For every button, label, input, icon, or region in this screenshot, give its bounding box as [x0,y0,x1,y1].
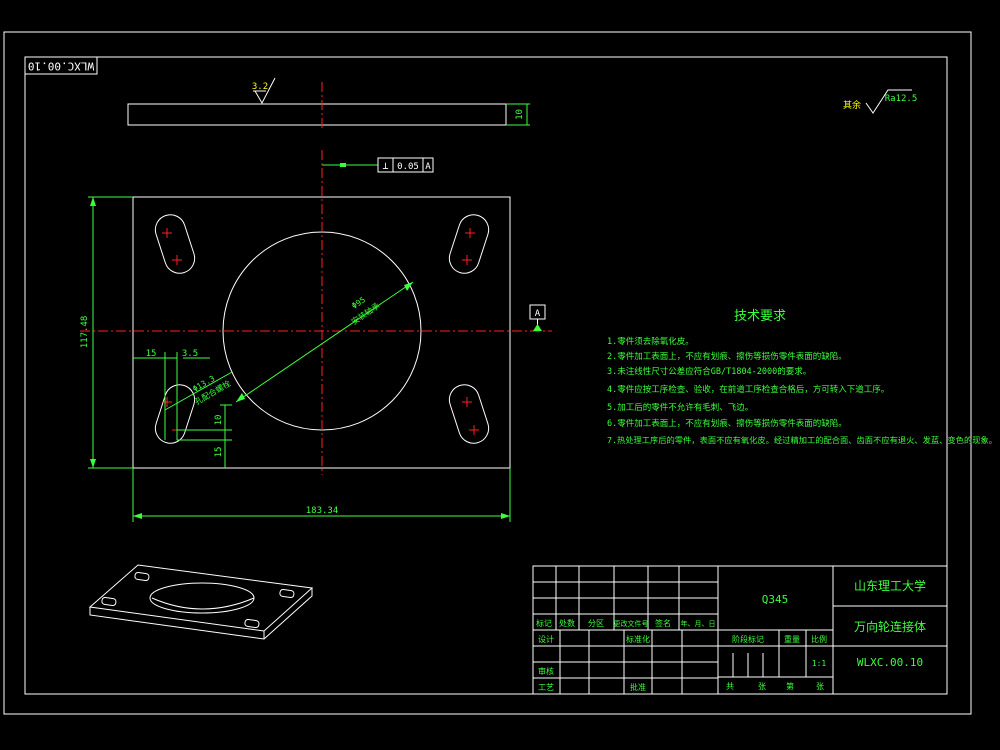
tb-approve: 批准 [630,682,646,692]
tolerance-datum: A [425,162,431,172]
rotated-drawing-number: WLXC.00.10 [28,60,94,73]
tech-req-item: 6.零件加工表面上，不应有划痕、擦伤等损伤零件表面的缺陷。 [607,418,847,429]
school-name: 山东理工大学 [854,578,926,593]
dim-slot-b: 15 [214,447,224,458]
tb-check: 审核 [538,666,554,676]
tech-requirements: 技术要求 1.零件须去除氧化皮。 2.零件加工表面上，不应有划痕、擦伤等损伤零件… [607,309,997,445]
tech-req-item: 4.零件应按工序检查、验收，在前道工序检查合格后，方可转入下道工序。 [607,384,889,395]
outer-frame [3,31,972,715]
tb-header-1: 处数 [559,618,575,628]
plate-outline [132,196,511,469]
title-block [532,565,948,695]
tb-process: 工艺 [538,683,554,692]
tb-header-5: 年、月、日 [681,619,716,628]
tech-req-item: 2.零件加工表面上，不应有划痕、擦伤等损伤零件表面的缺陷。 [607,351,847,362]
tb-total: 共 [726,682,734,691]
dimensions [88,196,511,522]
geometric-tolerance: ⊥ 0.05 A [322,157,434,173]
dimension-arrows [90,197,510,519]
tb-design: 设计 [538,634,554,644]
tb-header-0: 标记 [536,618,552,628]
part-name: 万向轮连接体 [854,619,926,634]
front-view: A [80,150,552,475]
dim-slot-width: 3.5 [182,349,198,359]
slot-top-right [448,214,490,274]
thickness-dim: 10 [515,109,525,120]
inner-frame [24,56,948,695]
dim-slot-a: 10 [214,415,224,426]
roughness-value: 3.2 [252,82,268,92]
tb-header-4: 签名 [655,618,671,628]
surface-finish: 其余 Ra12.5 [843,89,918,114]
tb-standardize: 标准化 [626,634,650,644]
title-block-text: Q345 山东理工大学 万向轮连接体 WLXC.00.10 标记 处数 分区 更… [536,578,926,692]
tb-header-2: 分区 [588,619,604,628]
tb-sheet-unit: 张 [816,682,824,691]
tb-scale: 1:1 [812,659,827,668]
tech-req-item: 1.零件须去除氧化皮。 [607,336,694,347]
tb-page: 第 [786,681,794,691]
tolerance-value: 0.05 [397,162,419,172]
top-view: 3.2 10 [127,77,530,130]
surface-finish-value: Ra12.5 [885,94,918,104]
tech-req-item: 3.未注线性尺寸公差应符合GB/T1804-2000的要求。 [607,366,811,377]
tb-sheets: 张 [758,682,766,691]
dim-height: 117.48 [80,316,90,349]
material: Q345 [762,593,789,606]
isometric-view [88,564,314,640]
tb-stage-mark: 阶段标记 [732,634,764,644]
dim-width: 183.34 [306,506,339,516]
surface-finish-label: 其余 [843,99,861,111]
tb-header-3: 更改文件号 [614,619,649,628]
tech-req-title: 技术要求 [734,309,786,324]
drawing-number: WLXC.00.10 [857,656,923,669]
tolerance-symbol: ⊥ [382,161,388,172]
tb-weight: 重量 [784,634,800,644]
dim-slot-left: 15 [146,349,157,359]
tech-req-item: 7.热处理工序后的零件，表面不应有氧化皮。经过精加工的配合面、齿面不应有退火、发… [607,435,997,445]
datum-a: A [535,309,541,319]
tech-req-item: 5.加工后的零件不允许有毛刺、飞边。 [607,402,753,413]
slot-bottom-left [154,384,196,444]
slot-bottom-right [448,384,490,444]
slot-top-left [154,214,196,274]
rotated-number-box: WLXC.00.10 [24,56,98,75]
tb-scale-label: 比例 [811,634,827,644]
